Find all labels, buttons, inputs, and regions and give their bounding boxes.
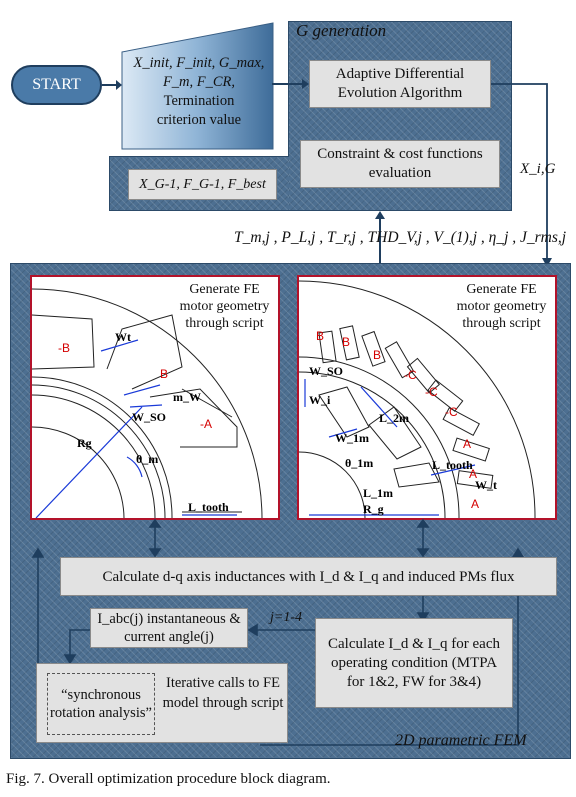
left-label-mw: m_W: [173, 390, 201, 404]
right-slot-label-7: A: [463, 437, 471, 451]
left-geometry-drawing: -B Wt B m_W W_SO -A Rg θ_m L_tooth: [32, 288, 263, 518]
right-slot-label-8: A: [469, 467, 477, 481]
sync-box: “synchronous rotation analysis”: [47, 673, 155, 735]
iterative-group: “synchronous rotation analysis” Iterativ…: [36, 663, 288, 743]
right-dim-wso: W_SO: [309, 364, 343, 378]
right-dim-theta1m: θ_1m: [345, 456, 373, 470]
sync-text: “synchronous rotation analysis”: [50, 687, 152, 721]
calc-dq-box: Calculate d-q axis inductances with I_d …: [60, 557, 557, 596]
right-slot-label-6: -C: [445, 405, 458, 419]
left-label-rg: Rg: [77, 436, 92, 450]
figure-caption: Fig. 7. Overall optimization procedure b…: [6, 771, 331, 787]
left-label-b: B: [160, 367, 168, 381]
init-line-3: Termination: [163, 93, 235, 109]
right-slot-label-1: B: [316, 329, 324, 343]
arrow-start-to-init: [102, 80, 122, 90]
left-label-wt: Wt: [115, 330, 131, 344]
left-label-theta-m: θ_m: [136, 452, 158, 466]
left-label-wso: W_SO: [132, 410, 166, 424]
right-geometry-drawing: B B B -C -C -C A A A W_SO W_i W_1m L_2m …: [299, 280, 536, 518]
right-slot-label-4: -C: [404, 368, 417, 382]
right-dim-l1m: L_1m: [363, 486, 393, 500]
right-slot-label-5: -C: [425, 385, 438, 399]
outputs-label: T_m,j , P_L,j , T_r,j , THD_V,j , V_(1),…: [234, 229, 567, 246]
calc-dq-text: Calculate d-q axis inductances with I_d …: [102, 568, 515, 585]
left-label-neg-a: -A: [200, 417, 212, 431]
xig-connector: [491, 83, 552, 267]
right-geometry-panel: B B B -C -C -C A A A W_SO W_i W_1m L_2m …: [297, 275, 557, 520]
right-slot-label-9: A: [471, 497, 479, 511]
ade-box: Adaptive Differential Evolution Algorith…: [309, 60, 491, 108]
arrow-init-to-ade: [272, 79, 309, 89]
xig-label: X_i,G: [520, 161, 556, 177]
right-dim-wi: W_i: [309, 393, 331, 407]
init-line-1: X_init, F_init, G_max,: [133, 55, 265, 71]
iterative-text: Iterative calls to FE model through scri…: [162, 675, 284, 711]
right-dim-wt: W_t: [475, 478, 497, 492]
right-slot-label-3: B: [373, 348, 381, 362]
init-parameters-box: X_init, F_init, G_max, F_m, F_CR, Termin…: [121, 22, 274, 150]
j-range-label: j=1-4: [270, 610, 302, 625]
constraint-box: Constraint & cost functions evaluation: [300, 140, 500, 188]
start-label: START: [32, 76, 81, 93]
iabc-box: I_abc(j) instantaneous & current angle(j…: [90, 608, 248, 648]
left-panel-caption: Generate FE motor geometry through scrip…: [179, 282, 270, 331]
right-panel-caption: Generate FE motor geometry through scrip…: [456, 282, 547, 331]
prev-generation-box: X_G-1, F_G-1, F_best: [128, 169, 277, 200]
iabc-text: I_abc(j) instantaneous & current angle(j…: [97, 611, 241, 645]
fem-title: 2D parametric FEM: [395, 732, 527, 749]
g-generation-title: G generation: [296, 21, 387, 40]
right-dim-ltooth: L_tooth: [432, 458, 473, 472]
right-dim-w1m: W_1m: [335, 431, 369, 445]
outputs-arrow: [375, 211, 385, 265]
left-geometry-panel: -B Wt B m_W W_SO -A Rg θ_m L_tooth Gener…: [30, 275, 280, 520]
start-node: START: [11, 65, 102, 105]
calc-idq-text: Calculate I_d & I_q for each operating c…: [327, 635, 500, 690]
init-line-4: criterion value: [156, 112, 242, 128]
init-line-2: F_m, F_CR,: [162, 74, 236, 90]
calc-idq-box: Calculate I_d & I_q for each operating c…: [315, 618, 513, 708]
right-dim-l2m: L_2m: [379, 411, 409, 425]
right-slot-label-2: B: [342, 335, 350, 349]
left-label-ltooth: L_tooth: [188, 500, 229, 514]
right-dim-rg: R_g: [363, 502, 384, 516]
fem-connectors: [31, 518, 525, 746]
left-label-neg-b: -B: [58, 341, 70, 355]
